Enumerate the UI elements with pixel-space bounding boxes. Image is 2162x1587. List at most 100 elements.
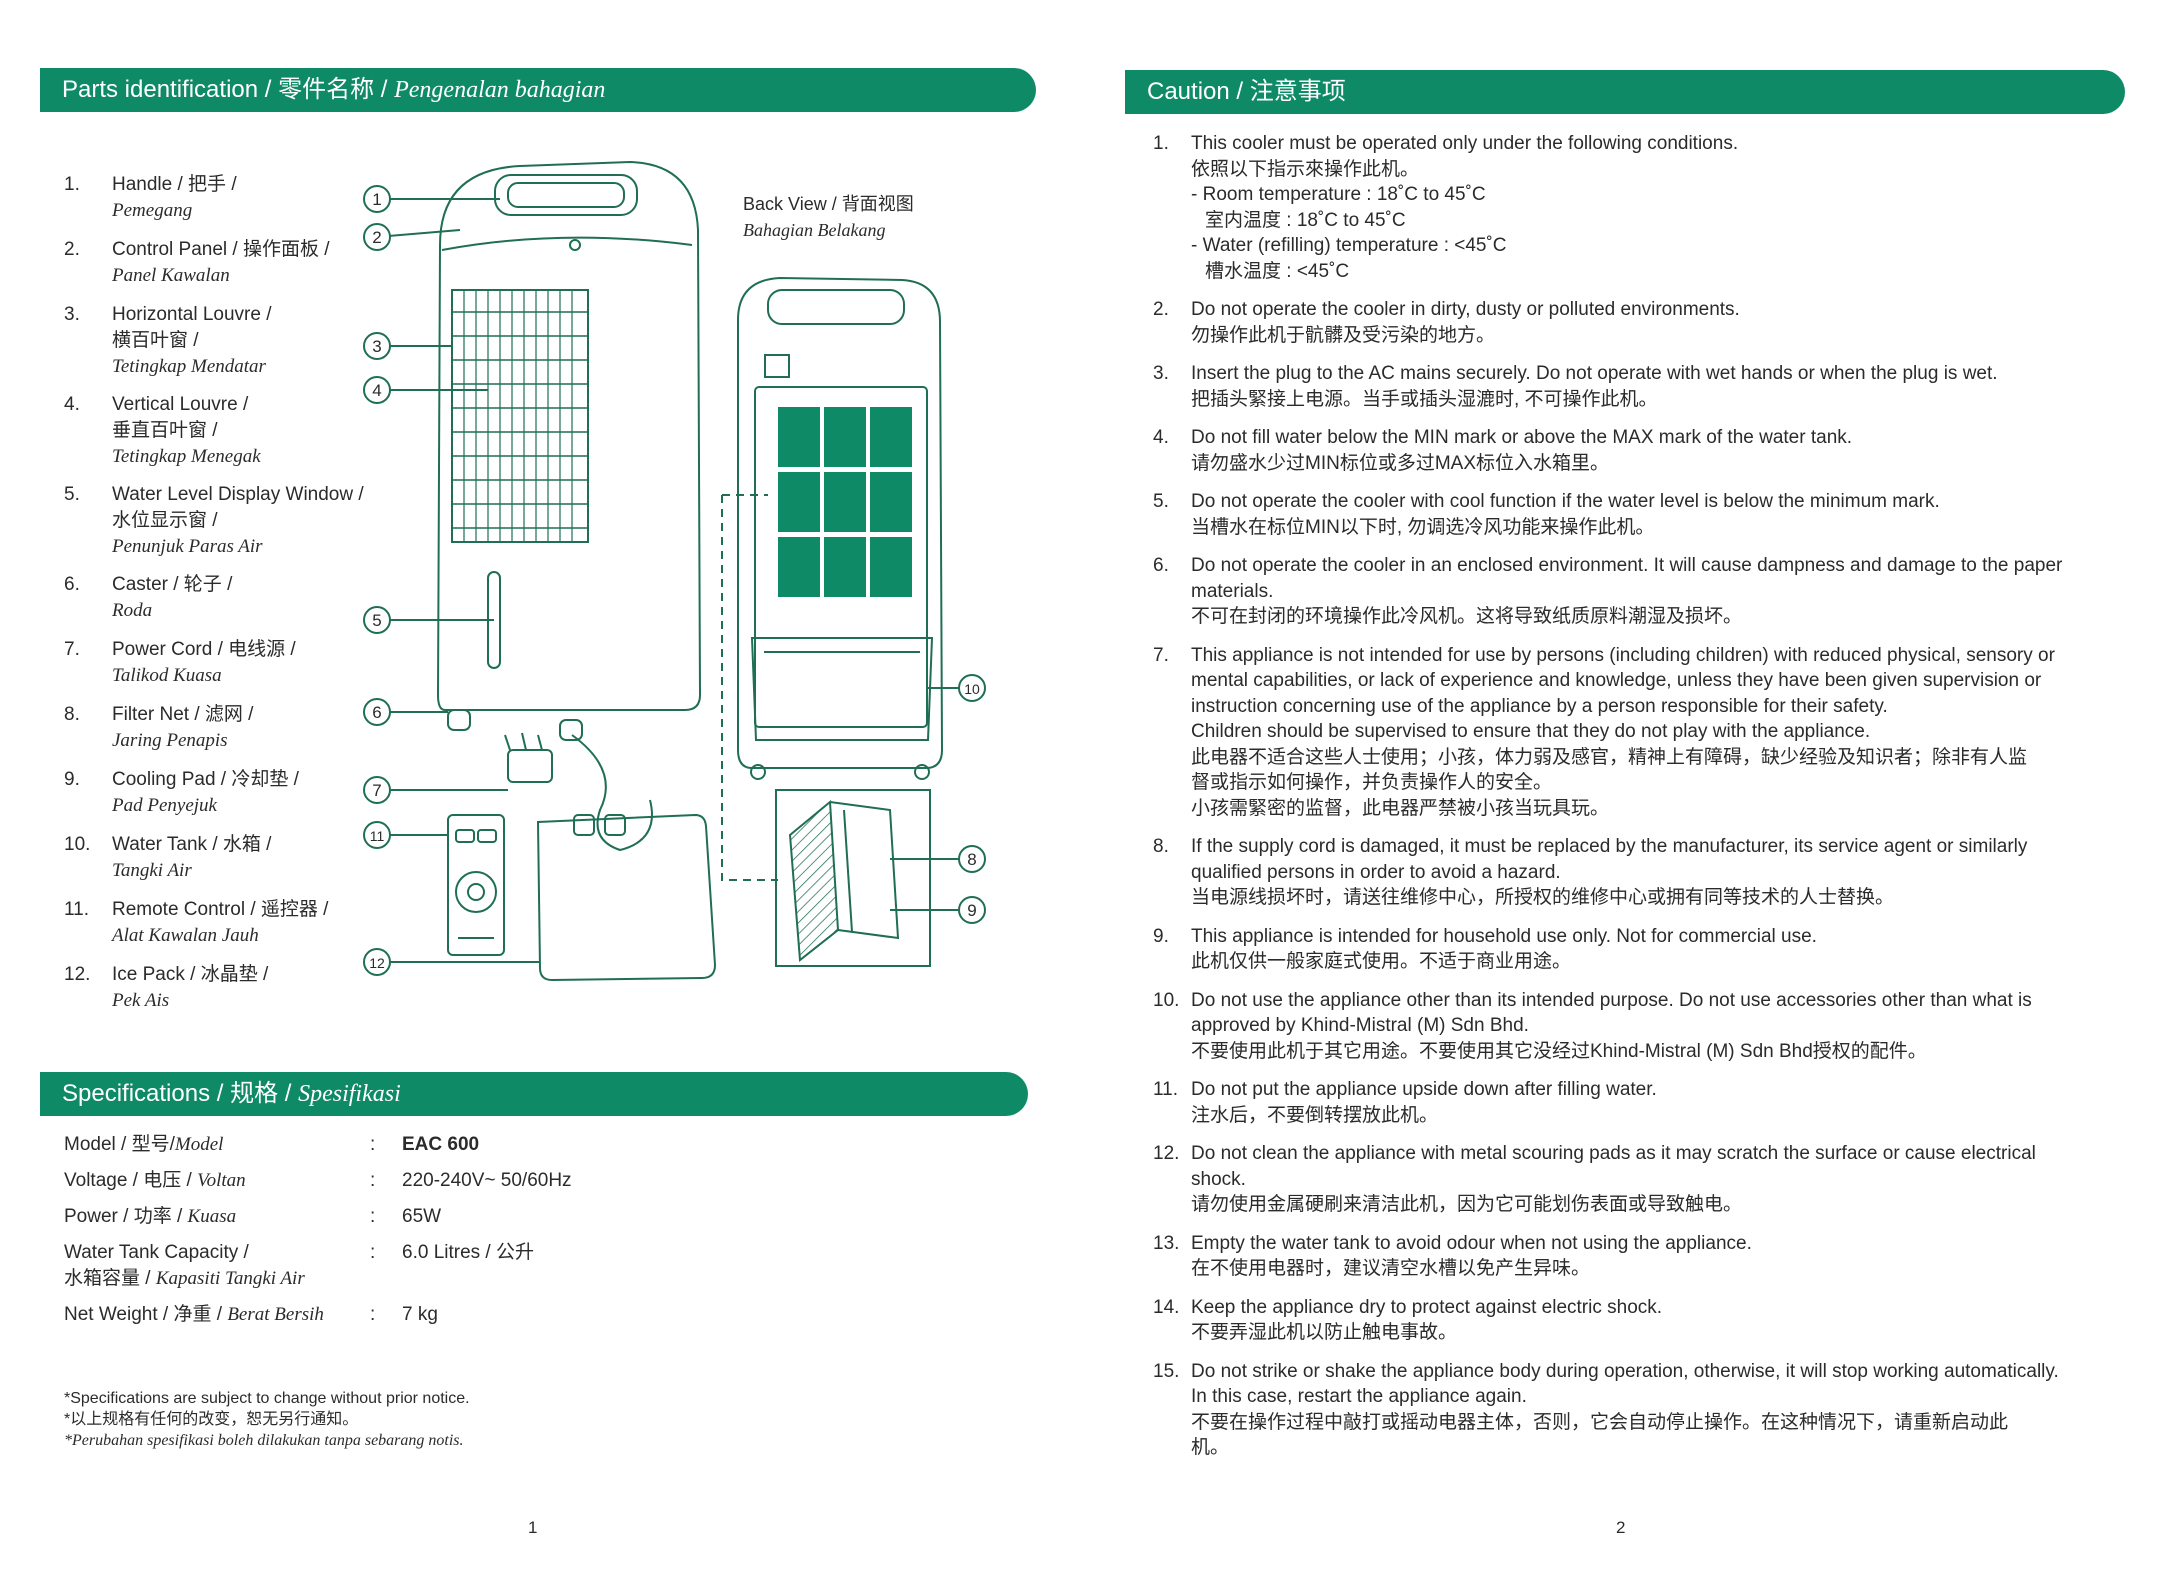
part-number: 1. <box>64 174 80 195</box>
caution-number: 11. <box>1153 1079 1179 1100</box>
spec-label: Net Weight / 净重 / Berat Bersih <box>64 1302 364 1328</box>
callout-circle <box>958 674 986 702</box>
spec-row: Water Tank Capacity /水箱容量 / Kapasiti Tan… <box>64 1240 624 1292</box>
callout-circle <box>363 185 391 213</box>
caution-line: 勿操作此机于骯髒及受污染的地方。 <box>1191 324 1496 346</box>
part-item: 5.Water Level Display Window /水位显示窗 /Pen… <box>62 482 382 572</box>
callout-circle <box>363 821 391 849</box>
caution-line: materials. <box>1191 580 1274 602</box>
spec-value: 6.0 Litres / 公升 <box>402 1242 534 1263</box>
control-panel <box>441 236 693 251</box>
part-label: Ice Pack / 冰晶垫 / <box>112 964 269 985</box>
part-label: Cooling Pad / 冷却垫 / <box>112 769 299 790</box>
caution-list: 1.This cooler must be operated only unde… <box>1081 131 2111 1474</box>
caution-line: 督或指示如何操作，并负责操作人的安全。 <box>1191 772 1553 793</box>
caution-line: Do not operate the cooler in dirty, dust… <box>1191 299 1740 320</box>
callout-circle <box>363 223 391 251</box>
caution-item: 10.Do not use the appliance other than i… <box>1081 988 2111 1065</box>
back-view-label: Back View / 背面视图 <box>743 194 914 214</box>
spec-label-text: Net Weight / 净重 / <box>64 1304 228 1325</box>
spec-value: EAC 600 <box>402 1134 480 1155</box>
part-label-malay: Tetingkap Mendatar <box>112 356 266 377</box>
callout-number: 6 <box>372 703 381 722</box>
ice-pack <box>536 813 717 982</box>
spec-row: Model / 型号/Model:EAC 600 <box>64 1132 624 1158</box>
callout-number: 7 <box>372 781 381 800</box>
callout-circle <box>363 332 391 360</box>
part-label-chinese: 水位显示窗 / <box>112 510 218 531</box>
caster-right <box>559 719 583 741</box>
part-item: 6.Caster / 轮子 /Roda <box>62 572 382 637</box>
part-label: Caster / 轮子 / <box>112 574 233 595</box>
caution-line: 不要使用此机于其它用途。不要使用其它没经过Khind-Mistral (M) S… <box>1191 1040 1927 1062</box>
callout-circle <box>363 606 391 634</box>
back-view-label-malay: Bahagian Belakang <box>743 220 885 240</box>
part-item: 11.Remote Control / 遥控器 /Alat Kawalan Ja… <box>62 897 382 962</box>
caution-line: instruction concerning use of the applia… <box>1191 695 1888 717</box>
caution-line: Children should be supervised to ensure … <box>1191 721 1871 742</box>
caution-line: This cooler must be operated only under … <box>1191 133 1739 154</box>
caution-item: 8. If the supply cord is damaged, it must… <box>1081 834 2111 911</box>
cooling-pad <box>829 801 900 940</box>
caution-line: Do not put the appliance upside down aft… <box>1191 1079 1657 1100</box>
caution-number: 3. <box>1153 363 1169 384</box>
spec-colon: : <box>370 1304 376 1325</box>
caution-line: 注水后，不要倒转摆放此机。 <box>1191 1104 1439 1126</box>
part-number: 8. <box>64 704 80 725</box>
part-label-malay: Alat Kawalan Jauh <box>112 925 259 946</box>
page-number: 1 <box>528 1518 538 1537</box>
part-label-malay: Tangki Air <box>112 860 192 881</box>
spec-value: 65W <box>402 1206 442 1227</box>
caution-banner-title: Caution / 注意事项 <box>1147 78 1346 105</box>
caution-item: 1.This cooler must be operated only unde… <box>1081 131 2111 284</box>
part-item: 3.Horizontal Louvre /横百叶窗 /Tetingkap Men… <box>62 302 382 392</box>
part-label: Filter Net / 滤网 / <box>112 704 254 725</box>
caution-line: This appliance is intended for household… <box>1191 925 1817 947</box>
spec-row: Voltage / 电压 / Voltan:220-240V~ 50/60Hz <box>64 1168 624 1194</box>
caution-item: 2.Do not operate the cooler in dirty, du… <box>1081 297 2111 348</box>
part-label: Power Cord / 电线源 / <box>112 639 296 660</box>
parts-banner-title-malay: Pengenalan bahagian <box>394 77 606 103</box>
spec-row: Power / 功率 / Kuasa:65W <box>64 1204 624 1230</box>
part-label-chinese: 垂直百叶窗 / <box>112 420 218 441</box>
caution-line: Do not clean the appliance with metal sc… <box>1191 1143 2036 1164</box>
part-number: 10. <box>64 834 91 855</box>
caution-number: 5. <box>1153 491 1169 512</box>
caution-number: 8. <box>1153 836 1169 857</box>
part-number: 7. <box>64 639 80 660</box>
spec-label: Water Tank Capacity /水箱容量 / Kapasiti Tan… <box>64 1240 364 1292</box>
caution-item: 7.This appliance is not intended for use… <box>1081 643 2111 822</box>
spec-label-malay: Kapasiti Tangki Air <box>155 1268 305 1289</box>
part-label-chinese: 横百叶窗 / <box>112 330 199 351</box>
spec-label: Voltage / 电压 / Voltan <box>64 1168 364 1194</box>
caution-banner: Caution / 注意事项 <box>1125 70 2125 114</box>
spec-label-malay: Kuasa <box>187 1206 237 1227</box>
detail-dashed-lead <box>721 495 778 881</box>
caution-line: mental capabilities, or lack of experien… <box>1191 670 2042 691</box>
callout-circle <box>958 896 986 924</box>
caution-line: Empty the water tank to avoid odour when… <box>1191 1232 1752 1254</box>
part-number: 12. <box>64 964 91 985</box>
spec-colon: : <box>370 1242 376 1263</box>
part-item: 10.Water Tank / 水箱 /Tangki Air <box>62 832 382 897</box>
cooler-parts-diagram: Back View / 背面视图 Bahagian Belakang 12345… <box>363 160 986 982</box>
part-label: Horizontal Louvre / <box>112 304 272 325</box>
caution-number: 6. <box>1153 555 1169 576</box>
louvre-frame <box>451 289 589 543</box>
part-number: 2. <box>64 239 80 260</box>
caution-line: Do not fill water below the MIN mark or … <box>1191 427 1853 448</box>
part-label: Control Panel / 操作面板 / <box>112 239 330 260</box>
front-unit-body <box>436 160 702 711</box>
horizontal-louvres <box>452 311 588 529</box>
filter-net <box>788 799 840 962</box>
part-label-malay: Roda <box>112 600 153 621</box>
caster-left <box>447 709 471 731</box>
part-label-malay: Panel Kawalan <box>112 265 230 286</box>
caution-item: 14.Keep the appliance dry to protect aga… <box>1081 1295 2111 1346</box>
caution-line: If the supply cord is damaged, it must b… <box>1191 836 2028 857</box>
caution-line: 在不使用电器时，建议清空水槽以免产生异味。 <box>1191 1258 1591 1279</box>
spec-notes: *Specifications are subject to change wi… <box>64 1388 470 1451</box>
part-label-malay: Talikod Kuasa <box>112 665 222 686</box>
filter-detail-frame <box>775 789 931 967</box>
